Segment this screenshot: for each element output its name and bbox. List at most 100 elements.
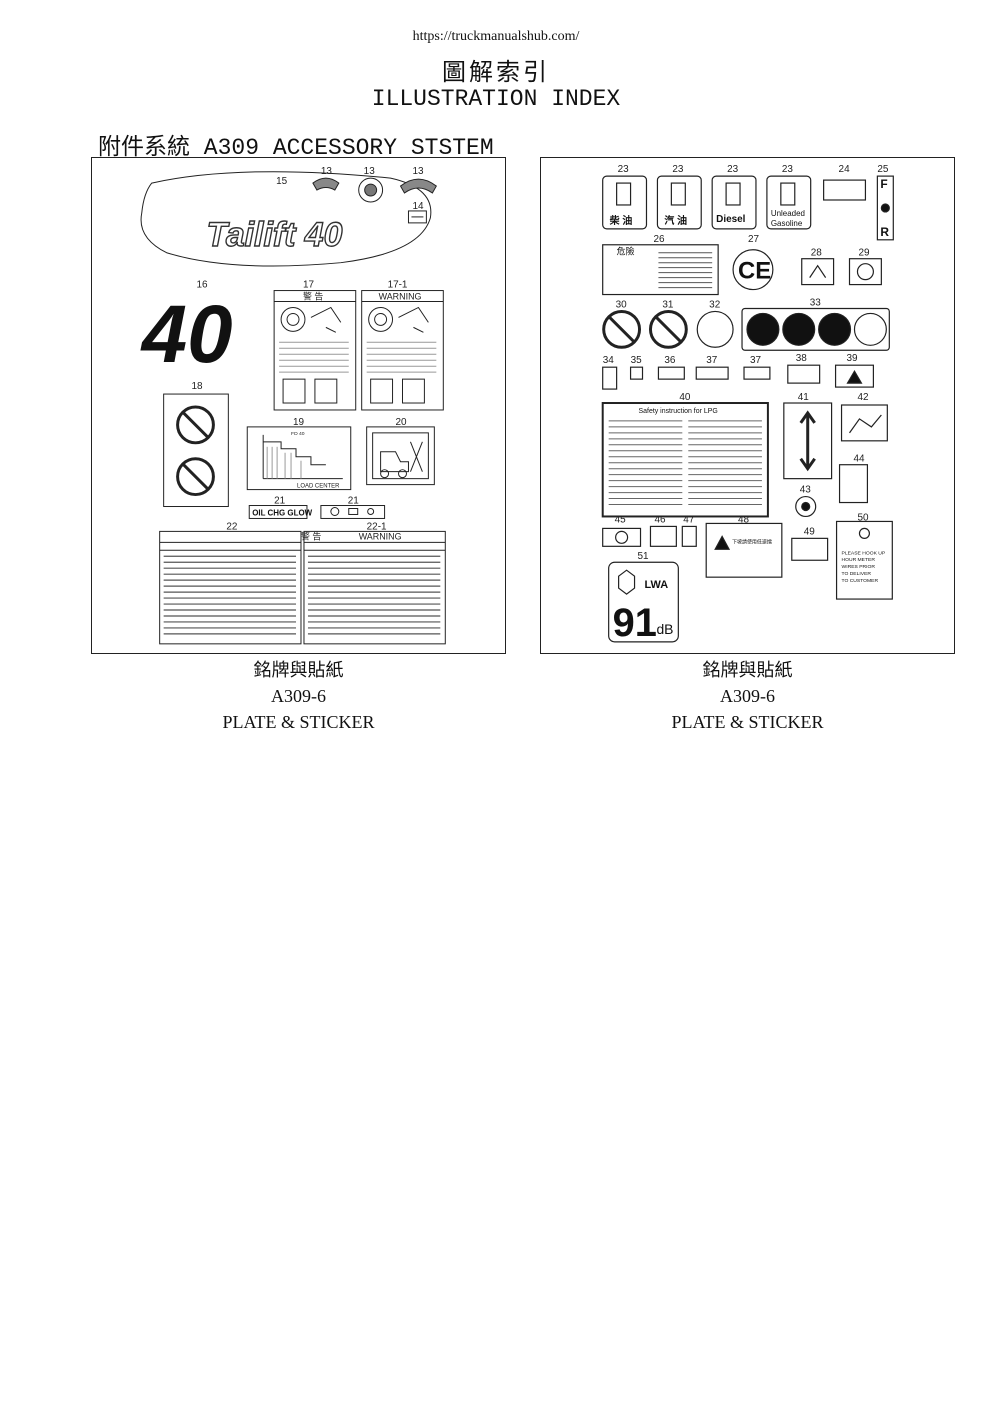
sticker-29 [848,258,882,286]
caption-right-cn: 銘牌與貼紙 [702,660,793,680]
sticker-17-1 [361,290,444,411]
sticker-23-c [711,175,757,230]
label-22-1: 22-1 [367,521,387,532]
sticker-37-b [743,366,771,380]
fr-label-f: F [880,177,887,191]
sticker-13-a [312,177,340,191]
label-48: 48 [738,514,750,525]
label-16: 16 [196,280,208,291]
label-51: 51 [638,551,650,562]
lpg-text-lines [608,420,762,506]
left-sticker-illustration: 15 13 13 13 14 16 17 17-1 18 19 20 21 21… [140,166,446,645]
right-sticker-illustration: 23 23 23 23 24 25 26 27 28 29 30 31 32 3… [601,164,894,645]
caption-right: 銘牌與貼紙 A309-6 PLATE & STICKER [540,657,955,735]
label-29: 29 [858,248,870,259]
svg-text:TO CUSTOMER: TO CUSTOMER [842,578,879,584]
label-37-b: 37 [750,355,762,366]
label-23-d: 23 [782,164,794,175]
warning-cn-title: 警 告 [303,291,323,302]
label-17: 17 [303,280,315,291]
sticker-45 [602,527,642,547]
label-22: 22 [226,521,238,532]
label-30: 30 [616,299,628,310]
label-42: 42 [857,392,869,403]
label-15: 15 [276,176,288,187]
slope-text: 下坡請使用低速擋 [732,538,772,545]
label-38: 38 [796,353,808,364]
label-20: 20 [396,417,408,428]
sticker-33 [741,307,890,351]
load-center-label: LOAD CENTER [297,484,340,490]
svg-text:WIRES PRIOR: WIRES PRIOR [842,564,876,570]
fuel-label-gasoline-cn: 汽 油 [664,214,687,227]
fr-label-r: R [880,225,889,239]
source-url[interactable]: https://truckmanualshub.com/ [412,29,580,44]
caption-left-en: PLATE & STICKER [222,712,375,732]
sticker-21-icons [320,505,386,519]
label-41: 41 [798,392,810,403]
label-49: 49 [804,526,816,537]
sticker-21-oil [248,505,308,519]
label-43: 43 [800,485,812,496]
sticker-22-text-lines [163,555,441,635]
svg-text:HOUR METER: HOUR METER [842,557,876,563]
sticker-34 [602,366,618,390]
sticker-24 [823,179,867,201]
label-26: 26 [653,234,665,245]
fuel-label-unleaded: Unleaded [771,209,805,218]
section-title: 附件系統 A309 ACCESSORY STSTEM [98,135,494,161]
sticker-20 [366,426,435,486]
tailift-logo: Tailift 40 [206,216,342,254]
sticker-42 [840,404,888,442]
fuel-label-diesel-cn: 柴 油 [609,214,633,227]
sticker-30 [602,309,642,349]
label-27: 27 [748,234,760,245]
warning-22-title: 警 告 [301,530,321,541]
sticker-43 [795,495,817,518]
svg-text:TO DELIVER: TO DELIVER [842,571,872,577]
sticker-13-b [358,177,384,203]
sticker-13-c [399,178,437,194]
page-title-english: ILLUSTRATION INDEX [371,86,621,112]
label-23-c: 23 [727,164,739,175]
db-value: 91 [613,601,657,645]
lpg-title: Safety instruction for LPG [639,408,718,415]
sticker-19 [246,426,352,491]
sticker-37-a [695,366,729,380]
sticker-32 [696,310,734,348]
label-28: 28 [811,248,823,259]
caption-right-code: A309-6 [720,686,775,706]
label-46: 46 [654,514,666,525]
danger-label: 危險 [617,246,635,257]
sticker-41 [783,402,833,480]
label-21-a: 21 [274,496,286,507]
label-35: 35 [631,355,643,366]
label-18: 18 [192,381,204,392]
warning-22-1-title: WARNING [359,531,402,541]
fuel-label-diesel-en: Diesel [716,214,746,225]
ce-mark: CE [738,258,771,285]
sticker-23-d [766,175,812,230]
sticker-40-lpg [601,402,769,518]
panel-plate-sticker-left: 15 13 13 13 14 16 17 17-1 18 19 20 21 21… [91,157,506,654]
svg-text:PLEASE HOOK UP: PLEASE HOOK UP [842,550,886,556]
label-23-a: 23 [618,164,630,175]
label-21-b: 21 [348,496,360,507]
logo-oval [140,171,432,267]
label-40: 40 [679,392,691,403]
label-31: 31 [662,299,674,310]
label-14: 14 [412,201,424,212]
label-13-c: 13 [412,166,424,177]
sticker-39 [834,364,874,388]
label-17-1: 17-1 [388,280,408,291]
sticker-23-a [602,175,648,230]
sticker-48 [705,522,783,578]
sticker-49 [791,537,829,561]
sticker-18 [163,393,229,508]
label-13-b: 13 [364,166,376,177]
big-40-sticker: 40 [140,289,233,380]
label-25: 25 [877,164,889,175]
label-33: 33 [810,297,822,308]
label-19: 19 [293,417,305,428]
page-title-chinese: 圖解索引 [442,58,550,86]
